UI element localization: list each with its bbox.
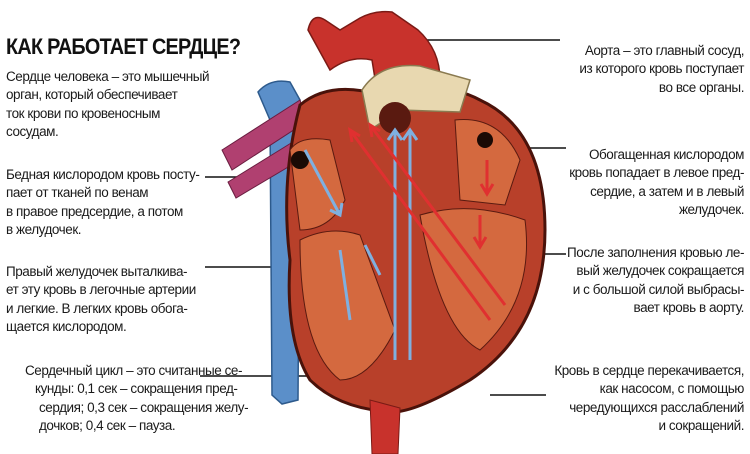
left-atrium-text: Обогащенная кислородом кровь попадает в …	[569, 146, 744, 219]
pump-text: Кровь в сердце перекачивается, как насос…	[554, 362, 744, 435]
text-line: Обогащенная кислородом	[588, 147, 744, 162]
text-line: вый желудочек сокращается	[576, 263, 744, 279]
text-line: в желудочек.	[6, 221, 82, 237]
text-line: и легкие. В легких кровь обога-	[6, 300, 188, 316]
cycle-text: Сердечный цикл – это считанные се- кунды…	[25, 362, 249, 435]
vena-opening	[291, 151, 309, 169]
text-line: и сокращений.	[658, 417, 744, 433]
text-line: чередующихся расслаблений	[569, 399, 744, 415]
left-ventricle	[419, 208, 528, 351]
text-line: кунды: 0,1 сек – сокращения пред-	[35, 381, 238, 397]
text-line: ток крови по кровеносным	[6, 105, 160, 121]
page-title: КАК РАБОТАЕТ СЕРДЦЕ?	[6, 34, 241, 59]
aortic-valve	[379, 102, 411, 134]
text-line: Аорта – это главный сосуд,	[584, 43, 745, 58]
text-line: в правое предсердие, а потом	[6, 203, 183, 219]
descending-vessel	[369, 399, 401, 454]
right-ventricle-text: Правый желудочек выталкива- ет эту кровь…	[6, 263, 196, 336]
text-line: вает кровь в аорту.	[633, 299, 745, 315]
left-ventricle-text: После заполнения кровью ле- вый желудоче…	[567, 244, 744, 317]
pulmonary-vein-opening	[477, 132, 493, 148]
text-line: Кровь в сердце перекачивается,	[554, 363, 744, 378]
text-line: Сердце человека – это мышечный	[6, 69, 210, 84]
text-line: сердие, а затем и в левый	[590, 183, 744, 199]
text-line: пает от тканей по венам	[6, 185, 149, 201]
text-line: кровь попадает в левое пред-	[569, 165, 744, 181]
text-line: во все органы.	[658, 79, 745, 95]
oxygenated-flow-arrows	[347, 122, 507, 321]
text-line: из которого кровь поступает	[579, 61, 744, 77]
text-line: сердия; 0,3 сек – сокращения желу-	[39, 399, 249, 415]
text-line: как насосом, с помощью	[599, 381, 745, 397]
aorta-text: Аорта – это главный сосуд, из которого к…	[579, 42, 744, 97]
text-line: желудочек.	[678, 201, 745, 217]
text-line: Сердечный цикл – это считанные се-	[25, 363, 243, 378]
text-line: сосудам.	[6, 123, 59, 139]
text-line: Правый желудочек выталкива-	[6, 264, 188, 279]
text-line: После заполнения кровью ле-	[567, 245, 744, 260]
text-line: и с большой силой выбрасы-	[572, 281, 745, 297]
intro-text: Сердце человека – это мышечный орган, ко…	[6, 68, 209, 141]
text-line: ет эту кровь в легочные артерии	[6, 282, 196, 298]
text-line: щается кислородом.	[6, 318, 127, 334]
text-line: дочков; 0,4 сек – пауза.	[39, 417, 176, 433]
deoxygenated-flow-arrows	[303, 127, 419, 360]
text-line: орган, который обеспечивает	[6, 87, 178, 103]
venous-text: Бедная кислородом кровь посту- пает от т…	[6, 166, 200, 239]
text-line: Бедная кислородом кровь посту-	[6, 167, 200, 182]
